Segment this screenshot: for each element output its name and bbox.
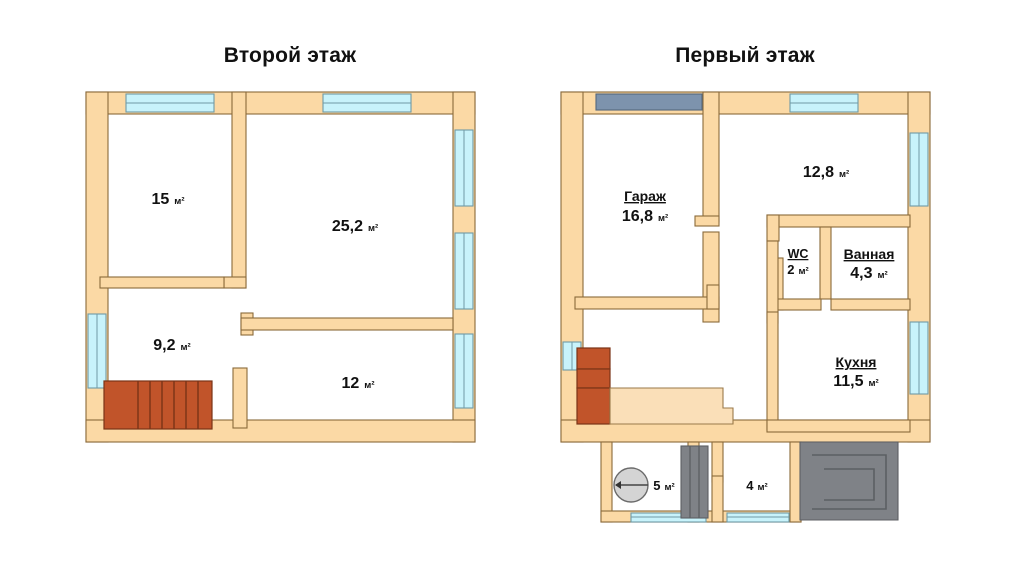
floor2-windows (87, 93, 474, 409)
room-name-label: Ванная (844, 246, 895, 262)
well-icon (613, 467, 649, 503)
floor2-staircase (103, 380, 213, 430)
room-name-label: WC (788, 247, 809, 261)
floor1-title: Первый этаж (675, 44, 815, 67)
floor2-title: Второй этаж (223, 44, 357, 67)
garage-door (595, 93, 703, 111)
floor1-staircase (576, 347, 734, 425)
room-name-label: Гараж (624, 188, 667, 204)
room-name-label: Кухня (836, 354, 877, 370)
porch-steps (680, 441, 899, 521)
